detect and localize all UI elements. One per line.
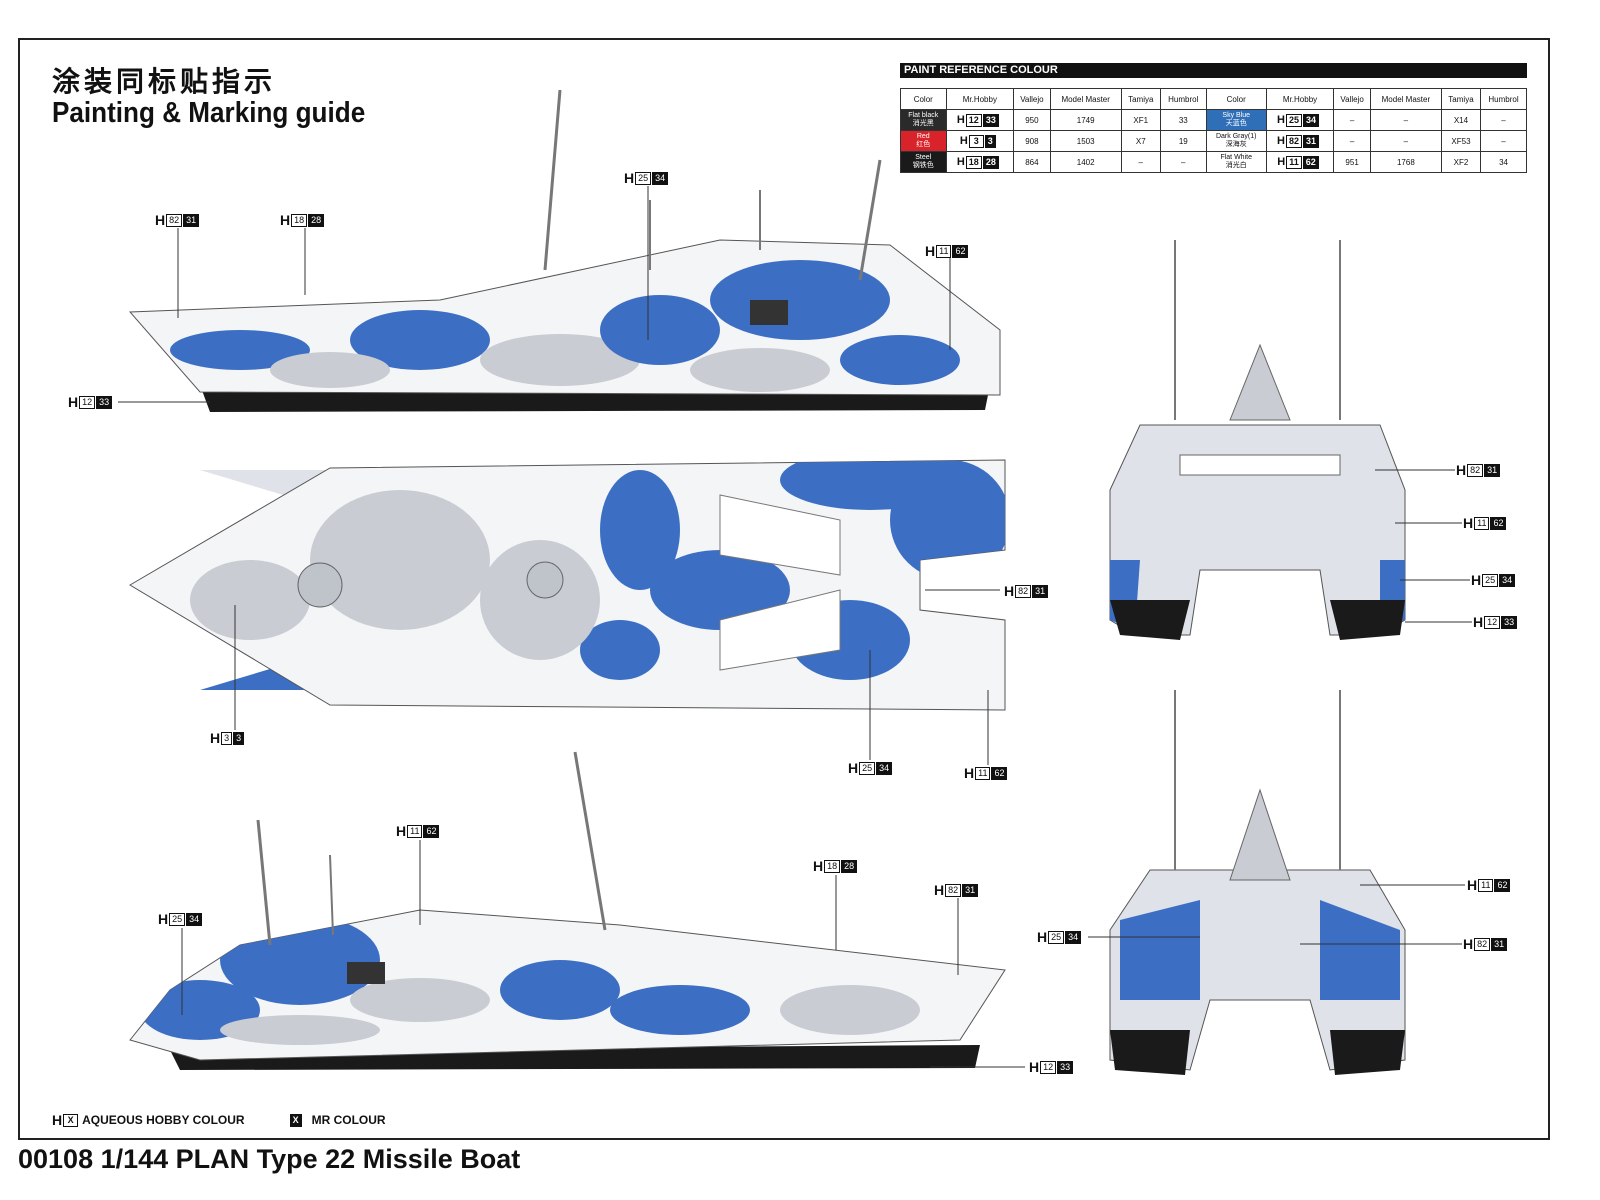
humbrol-cell: – bbox=[1159, 151, 1207, 173]
leader-lines bbox=[118, 186, 1472, 1068]
side-view-port bbox=[129, 751, 1006, 1070]
model-master-cell: 1768 bbox=[1369, 151, 1442, 173]
humbrol-cell: 34 bbox=[1480, 151, 1527, 173]
tamiya-cell: – bbox=[1120, 151, 1161, 173]
colour-name-cn: 消光黑 bbox=[912, 120, 934, 127]
side-view-starboard bbox=[128, 89, 1001, 412]
colour-name: Sky Blue bbox=[1222, 112, 1251, 119]
front-view bbox=[1109, 240, 1406, 640]
product-title: 00108 1/144 PLAN Type 22 Missile Boat bbox=[18, 1144, 521, 1174]
mr-legend-mark: X bbox=[289, 1113, 302, 1127]
rear-view bbox=[1109, 690, 1406, 1075]
colour-name-cn: 钢铁色 bbox=[912, 162, 934, 169]
colour-name-cn: 天蓝色 bbox=[1225, 120, 1247, 127]
guide-frame bbox=[18, 38, 1550, 1140]
vallejo-cell: 864 bbox=[1013, 151, 1051, 173]
colour-name: Flat black bbox=[908, 112, 939, 119]
title-chinese: 涂装同标贴指示 bbox=[52, 65, 277, 98]
vallejo-cell: – bbox=[1333, 109, 1371, 131]
aqueous-legend-label: AQUEOUS HOBBY COLOUR bbox=[82, 1113, 245, 1127]
tamiya-cell: XF2 bbox=[1440, 151, 1482, 173]
colour-name: Flat White bbox=[1220, 154, 1252, 161]
tamiya-cell: XF1 bbox=[1120, 109, 1161, 131]
colour-swatch-cell: Dark Gray(1)深海灰 bbox=[1205, 130, 1267, 152]
top-view bbox=[129, 459, 1006, 711]
mr-legend-label: MR COLOUR bbox=[311, 1113, 386, 1127]
colour-name: Steel bbox=[915, 154, 932, 161]
colour-name: Dark Gray(1) bbox=[1215, 133, 1257, 140]
colour-name-cn: 红色 bbox=[916, 141, 931, 148]
title-english: Painting & Marking guide bbox=[52, 97, 366, 129]
paint-reference-title: PAINT REFERENCE COLOUR bbox=[900, 63, 1527, 78]
colour-name-cn: 消光白 bbox=[1225, 162, 1247, 169]
colour-name: Red bbox=[916, 133, 930, 140]
vallejo-cell: 951 bbox=[1333, 151, 1371, 173]
colour-name-cn: 深海灰 bbox=[1225, 141, 1247, 148]
